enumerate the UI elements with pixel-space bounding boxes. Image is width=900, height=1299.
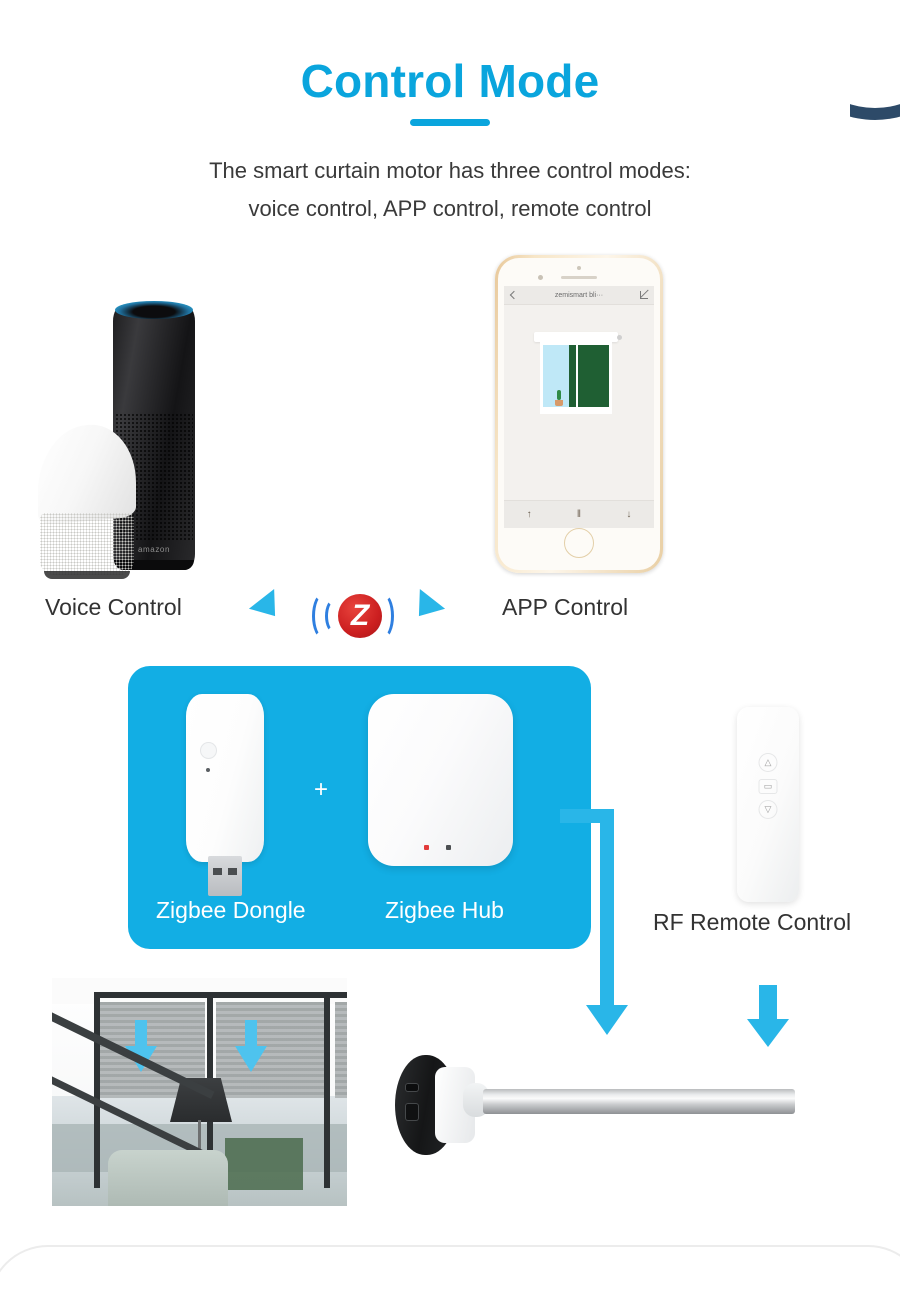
remote-up-button: △ [759, 753, 778, 772]
google-home-speaker [38, 420, 136, 579]
page-title: Control Mode [300, 55, 600, 107]
remote-stop-button: ▭ [759, 779, 778, 794]
zigbee-logo-letter: Z [350, 599, 370, 632]
title-underline [410, 119, 490, 126]
curtain-motor-with-rod-photo [395, 1045, 795, 1165]
potted-plant-icon [555, 390, 563, 406]
smartphone-app-mockup: zemismart bli··· ↑ ‖ [495, 255, 663, 573]
voice-control-label: Voice Control [45, 594, 182, 620]
usb-connector [208, 856, 242, 896]
echo-base [114, 560, 194, 570]
photo-roller-blind-right [335, 1002, 347, 1098]
hub-led-dark [446, 845, 451, 850]
arrow-app-to-zigbee-icon [418, 578, 446, 617]
phone-front-camera [538, 275, 543, 280]
motor-usb-port [405, 1083, 419, 1092]
zigbee-wave-right-outer [372, 593, 394, 639]
window-sill [543, 407, 609, 411]
zigbee-hub-device [368, 694, 528, 869]
zigbee-gateway-panel: + Zigbee Dongle Zigbee Hub [128, 666, 591, 949]
window-mullion [576, 345, 578, 411]
zigbee-wave-left-inner [325, 599, 343, 633]
amazon-logo-text: amazon [137, 545, 171, 554]
rf-remote-device: △ ▭ ▽ [737, 707, 799, 902]
photo-tree [225, 1138, 303, 1190]
rf-remote-control-label: RF Remote Control [653, 909, 852, 935]
zigbee-dongle-label: Zigbee Dongle [156, 897, 306, 923]
zigbee-hub-label: Zigbee Hub [385, 897, 504, 923]
photo-lamp-pole [198, 1120, 201, 1166]
phone-home-button[interactable] [564, 528, 594, 558]
dongle-pair-button [200, 742, 217, 759]
hub-front-face [368, 694, 513, 866]
photo-window-frame-top [94, 992, 347, 998]
blind-pull-knob [617, 335, 622, 340]
phone-screen: zemismart bli··· ↑ ‖ [504, 286, 654, 528]
arrow-remote-to-motor-icon [747, 985, 789, 1047]
google-home-top-shell [38, 420, 136, 526]
app-title: zemismart bli··· [554, 291, 604, 299]
zigbee-logo-circle: Z [338, 594, 382, 638]
subtitle-line-2: voice control, APP control, remote contr… [248, 196, 652, 221]
dongle-body [186, 694, 264, 862]
dongle-led-indicator [206, 768, 210, 772]
arrow-voice-to-zigbee-icon [238, 587, 276, 617]
photo-window-frame-v1 [94, 992, 100, 1188]
subtitle-line-1: The smart curtain motor has three contro… [209, 158, 691, 183]
hub-led-red [424, 845, 429, 850]
blind-down-button[interactable]: ↓ [626, 508, 632, 520]
blind-down-arrow-right-icon [235, 1020, 267, 1072]
photo-ceiling [52, 978, 347, 1004]
room-with-motorized-blinds-photo [52, 978, 347, 1206]
app-control-label: APP Control [502, 594, 629, 620]
motor-set-button [405, 1103, 419, 1121]
remote-down-button: ▽ [759, 800, 778, 819]
zigbee-wave-left-outer [312, 593, 334, 639]
plus-sign: + [314, 776, 329, 803]
window-foliage [569, 345, 609, 411]
google-home-foot [44, 571, 130, 579]
bottom-frame-border [0, 1245, 900, 1299]
chevron-left-icon[interactable] [510, 291, 515, 299]
phone-earpiece [561, 276, 597, 279]
arrow-hub-to-motor-icon [560, 809, 628, 1035]
blind-pause-button[interactable]: ‖ [576, 508, 582, 520]
app-header-bar: zemismart bli··· [504, 286, 654, 305]
phone-sensor [577, 266, 581, 270]
photo-roller-blind-mid [216, 1002, 326, 1098]
blind-illustration [504, 305, 654, 485]
curtain-rod [483, 1089, 795, 1114]
google-home-fabric-base [40, 513, 134, 575]
page-subtitle: The smart curtain motor has three contro… [0, 152, 900, 228]
echo-light-ring [115, 301, 193, 319]
blind-headrail [534, 332, 618, 342]
window-graphic [540, 342, 612, 414]
app-control-bar: ↑ ‖ ↓ [504, 500, 654, 528]
blind-up-button[interactable]: ↑ [526, 508, 532, 520]
phone-body: zemismart bli··· ↑ ‖ [498, 258, 660, 570]
pencil-edit-icon[interactable] [640, 291, 648, 299]
zigbee-signal-icon: Z [305, 588, 401, 644]
photo-window-frame-v3 [324, 992, 330, 1188]
voice-control-devices: amazon [38, 301, 228, 590]
zigbee-dongle-device [186, 694, 264, 896]
photo-chair [108, 1150, 228, 1206]
